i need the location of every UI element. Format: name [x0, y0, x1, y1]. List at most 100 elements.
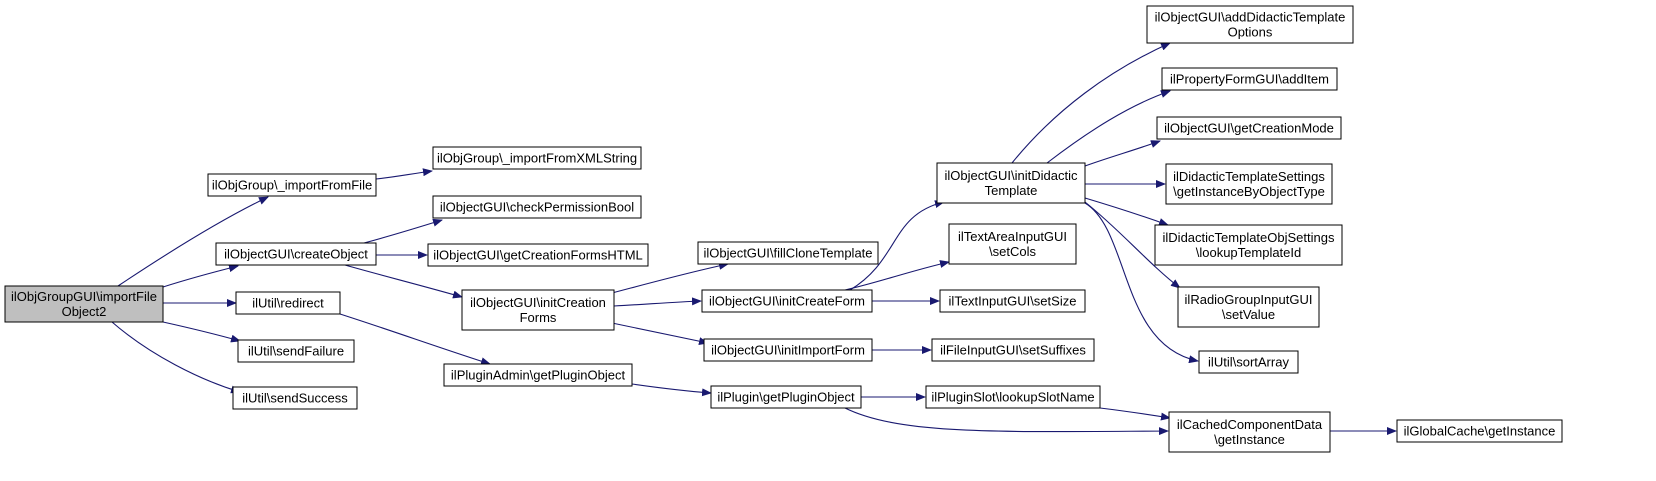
node-globalCacheGetInstance[interactable]: ilGlobalCache\getInstance [1396, 419, 1563, 443]
node-label: ilTextAreaInputGUI [958, 229, 1067, 244]
node-label: ilFileInputGUI\setSuffixes [940, 343, 1086, 358]
node-createObject[interactable]: ilObjectGUI\createObject [215, 242, 377, 266]
node-checkPermissionBool[interactable]: ilObjectGUI\checkPermissionBool [432, 195, 642, 219]
node-box [939, 289, 1086, 313]
node-setCols[interactable]: ilTextAreaInputGUI\setCols [948, 223, 1077, 265]
edge-initCreationForms-to-initCreateForm [613, 297, 702, 307]
edge-root-to-importFromFile [117, 196, 269, 287]
node-label: ilObjectGUI\fillCloneTemplate [703, 246, 872, 261]
node-label: \getInstanceByObjectType [1173, 184, 1325, 199]
node-box [703, 338, 873, 362]
node-label: ilObjectGUI\initCreateForm [709, 294, 865, 309]
node-label: Options [1228, 25, 1273, 40]
node-setValue[interactable]: ilRadioGroupInputGUI\setValue [1177, 286, 1320, 328]
node-importFromXMLString[interactable]: ilObjGroup\_importFromXMLString [432, 146, 642, 170]
node-box [1177, 286, 1320, 328]
node-label: ilTextInputGUI\setSize [949, 294, 1077, 309]
node-label: ilObjectGUI\initImportForm [711, 343, 865, 358]
node-label: ilUtil\sendFailure [248, 344, 344, 359]
node-importFromFile[interactable]: ilObjGroup\_importFromFile [207, 173, 377, 197]
node-getCreationFormsHTML[interactable]: ilObjectGUI\getCreationFormsHTML [427, 243, 649, 267]
node-label: \setCols [989, 244, 1036, 259]
node-box [215, 242, 377, 266]
node-getInstanceByObjectType[interactable]: ilDidacticTemplateSettings\getInstanceBy… [1165, 163, 1333, 205]
node-label: ilPropertyFormGUI\addItem [1170, 72, 1329, 87]
node-label: ilObjectGUI\initCreation [470, 295, 606, 310]
node-box [1396, 419, 1563, 443]
node-label: ilRadioGroupInputGUI [1185, 292, 1313, 307]
node-box [925, 385, 1101, 409]
node-label: Forms [520, 310, 557, 325]
node-label: Object2 [62, 304, 107, 319]
node-setSize[interactable]: ilTextInputGUI\setSize [939, 289, 1086, 313]
node-box [1154, 224, 1343, 266]
edge-getPluginObjectAdmin-to-getPluginObject [631, 383, 712, 397]
edge-initCreateForm-to-setCols [844, 260, 950, 291]
node-initImportForm[interactable]: ilObjectGUI\initImportForm [703, 338, 873, 362]
edge-initDidacticTemplate-to-sortArray [1084, 202, 1199, 364]
node-label: ilDidacticTemplateObjSettings [1163, 230, 1335, 245]
edge-root-to-sendSuccess [111, 321, 241, 394]
node-box [710, 385, 862, 409]
node-sendSuccess[interactable]: ilUtil\sendSuccess [232, 386, 358, 410]
node-label: ilUtil\sortArray [1208, 355, 1289, 370]
node-box [1146, 5, 1354, 44]
edge-redirect-to-getPluginObjectAdmin [339, 313, 491, 366]
node-getPluginObject[interactable]: ilPlugin\getPluginObject [710, 385, 862, 409]
node-label: ilPluginAdmin\getPluginObject [451, 368, 626, 383]
node-box [948, 223, 1077, 265]
node-label: ilUtil\sendSuccess [242, 391, 348, 406]
edge-initDidacticTemplate-to-setValue [1084, 201, 1181, 289]
node-box [936, 162, 1086, 204]
node-lookupSlotName[interactable]: ilPluginSlot\lookupSlotName [925, 385, 1101, 409]
node-box [1161, 67, 1338, 91]
node-label: ilObjectGUI\checkPermissionBool [440, 200, 634, 215]
node-label: ilCachedComponentData [1177, 417, 1323, 432]
node-initCreateForm[interactable]: ilObjectGUI\initCreateForm [701, 289, 873, 313]
node-sendFailure[interactable]: ilUtil\sendFailure [237, 339, 355, 363]
node-getPluginObjectAdmin[interactable]: ilPluginAdmin\getPluginObject [443, 363, 633, 387]
edge-initCreationForms-to-fillCloneTemplate [611, 261, 729, 294]
edge-createObject-to-initCreationForms [344, 264, 463, 299]
node-sortArray[interactable]: ilUtil\sortArray [1198, 350, 1299, 374]
node-setSuffixes[interactable]: ilFileInputGUI\setSuffixes [931, 338, 1095, 362]
edge-initDidacticTemplate-to-lookupTemplateId [1084, 197, 1169, 226]
node-label: Template [985, 183, 1038, 198]
node-box [1156, 116, 1342, 140]
node-label: ilObjectGUI\getCreationFormsHTML [433, 248, 643, 263]
node-label: ilUtil\redirect [252, 296, 324, 311]
node-redirect[interactable]: ilUtil\redirect [235, 291, 341, 315]
node-lookupTemplateId[interactable]: ilDidacticTemplateObjSettings\lookupTemp… [1154, 224, 1343, 266]
node-box [235, 291, 341, 315]
edge-initDidacticTemplate-to-addDidacticTemplateOptions [1011, 42, 1171, 164]
node-box [207, 173, 377, 197]
node-getCreationMode[interactable]: ilObjectGUI\getCreationMode [1156, 116, 1342, 140]
node-cachedGetInstance[interactable]: ilCachedComponentData\getInstance [1168, 411, 1331, 453]
edge-initCreationForms-to-initImportForm [611, 322, 709, 346]
edge-root-to-sendFailure [162, 321, 241, 343]
node-label: \lookupTemplateId [1196, 245, 1302, 260]
edge-getPluginObject-to-cachedGetInstance [844, 407, 1169, 436]
node-box [1198, 350, 1299, 374]
edge-initCreateForm-to-initDidacticTemplate [849, 200, 945, 291]
node-box [4, 285, 164, 323]
node-fillCloneTemplate[interactable]: ilObjectGUI\fillCloneTemplate [697, 241, 879, 265]
node-label: ilObjGroup\_importFromFile [212, 178, 372, 193]
edge-initDidacticTemplate-to-addItem [1046, 90, 1171, 164]
edge-root-to-createObject [162, 264, 239, 288]
node-box [701, 289, 873, 313]
node-label: ilObjectGUI\initDidactic [945, 168, 1078, 183]
node-label: ilObjGroupGUI\importFile [11, 289, 157, 304]
edge-createObject-to-checkPermissionBool [363, 218, 443, 244]
node-box [232, 386, 358, 410]
node-label: ilPlugin\getPluginObject [717, 390, 855, 405]
node-label: ilObjectGUI\getCreationMode [1164, 121, 1334, 136]
node-label: ilPluginSlot\lookupSlotName [931, 390, 1094, 405]
node-label: ilObjGroup\_importFromXMLString [437, 151, 637, 166]
node-addItem[interactable]: ilPropertyFormGUI\addItem [1161, 67, 1338, 91]
